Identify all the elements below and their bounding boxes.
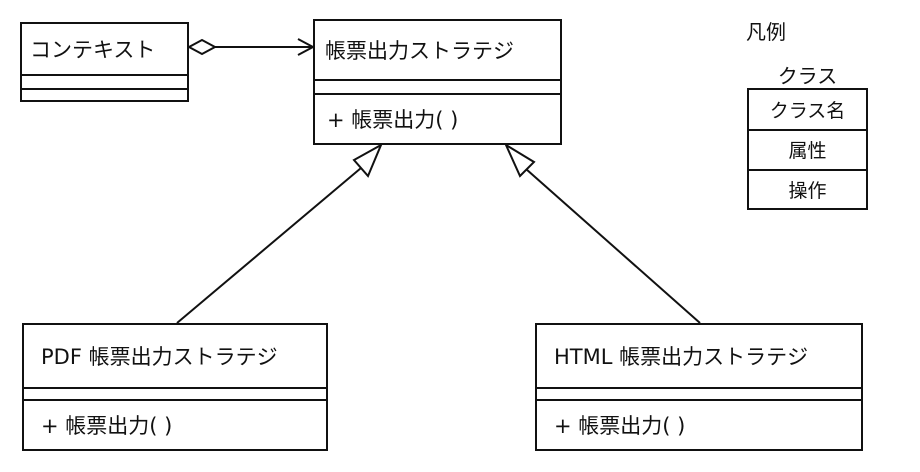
legend-title: 凡例 [746, 20, 786, 44]
html-strategy-class: HTML 帳票出力ストラテジ + 帳票出力( ) [535, 323, 863, 451]
html-generalization-connector [503, 142, 701, 324]
aggregation-diamond [186, 38, 218, 56]
html-strategy-class-operation: + 帳票出力( ) [537, 399, 861, 449]
legend-class-box: クラス名 属性 操作 [747, 88, 868, 210]
strategy-class-attributes [315, 79, 560, 93]
legend-class-name-row: クラス名 [769, 100, 846, 123]
pdf-strategy-class: PDF 帳票出力ストラテジ + 帳票出力( ) [22, 323, 328, 451]
context-class-attributes [22, 74, 187, 88]
html-strategy-class-name: HTML 帳票出力ストラテジ [554, 345, 809, 369]
pdf-generalization-connector [176, 142, 384, 324]
pdf-generalization-triangle [352, 142, 384, 178]
html-generalization-line [525, 168, 701, 324]
strategy-class-name: 帳票出力ストラテジ [325, 39, 514, 63]
pdf-generalization-line [176, 167, 362, 324]
aggregation-connector [186, 38, 316, 56]
pdf-strategy-class-name: PDF 帳票出力ストラテジ [41, 345, 278, 369]
pdf-strategy-class-attributes [24, 387, 326, 399]
legend-class-label: クラス [777, 64, 838, 88]
strategy-class: 帳票出力ストラテジ + 帳票出力( ) [313, 19, 562, 145]
context-class-operations [22, 88, 187, 100]
context-class-name: コンテキスト [30, 38, 156, 62]
context-class: コンテキスト [20, 22, 189, 102]
legend-attributes-row: 属性 [749, 129, 866, 168]
html-generalization-triangle [503, 142, 536, 178]
html-strategy-class-attributes [537, 387, 861, 399]
pdf-strategy-class-operation: + 帳票出力( ) [24, 399, 326, 449]
legend-operations-row: 操作 [749, 168, 866, 208]
strategy-class-operation: + 帳票出力( ) [315, 93, 560, 143]
